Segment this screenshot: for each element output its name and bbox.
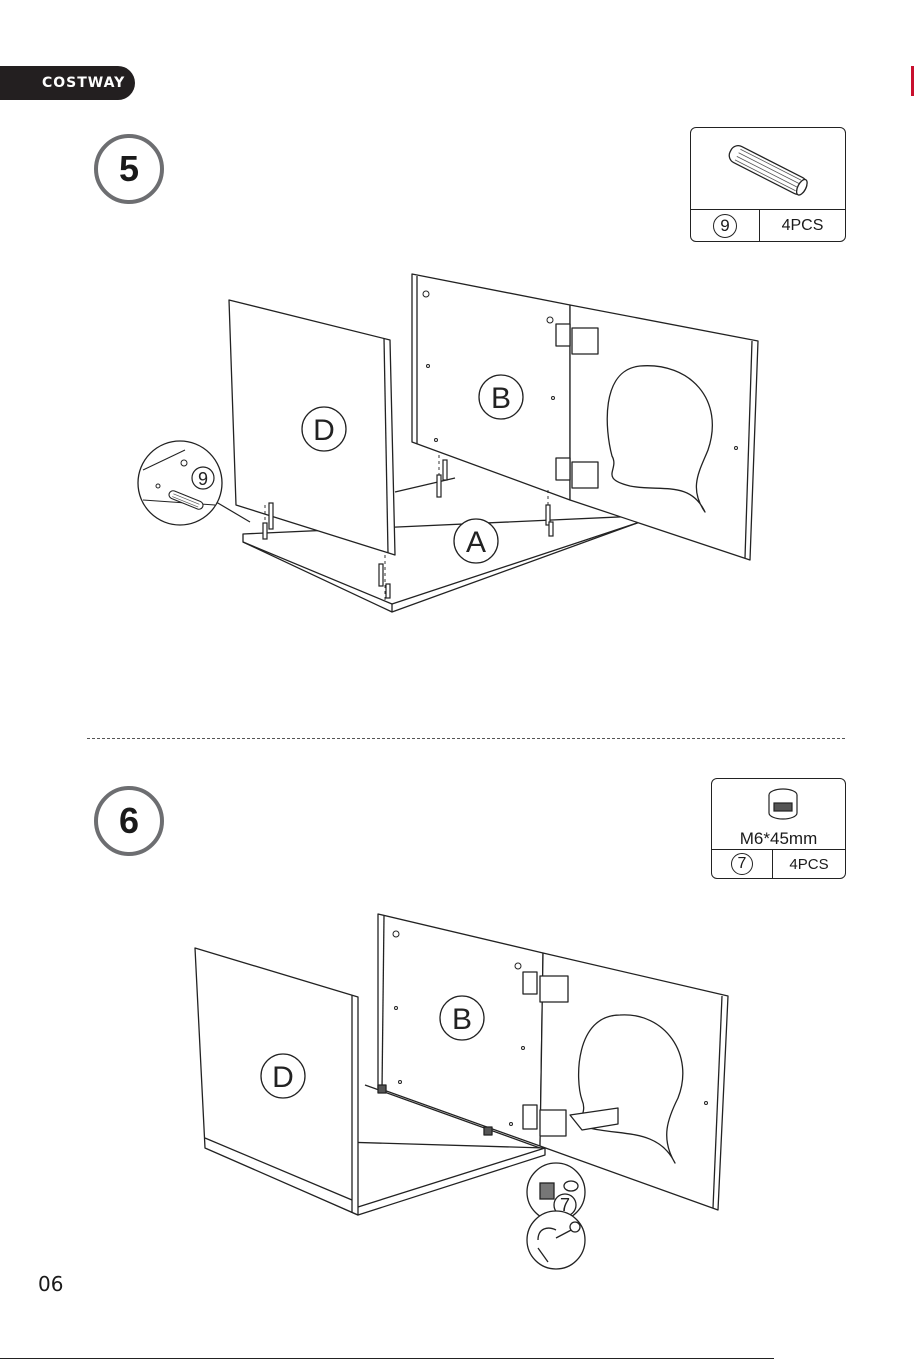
- dowel-detail-callout: 9: [138, 441, 250, 525]
- step-5-assembly-diagram: 9 D B A: [0, 265, 914, 625]
- callout-part-number: 9: [198, 469, 208, 489]
- part-spec: M6*45mm: [712, 829, 845, 849]
- step-5-number: 5: [94, 134, 164, 204]
- cam-lock-icon: [712, 779, 845, 829]
- step-6-number: 6: [94, 786, 164, 856]
- footer-rule: [0, 1358, 774, 1359]
- wooden-dowel-icon: [691, 128, 845, 208]
- part-number-cell: 9: [691, 210, 760, 241]
- part-number: 7: [731, 853, 753, 875]
- label-panel-b: B: [491, 382, 511, 415]
- label-panel-d: D: [313, 414, 335, 447]
- bottom-panel-a: [243, 516, 640, 612]
- part-quantity-cell: 4PCS: [773, 850, 845, 878]
- callout-part-number: 7: [560, 1195, 570, 1215]
- step-6-assembly-diagram: 7 D B: [0, 905, 914, 1270]
- step-divider: [87, 738, 845, 739]
- part-quantity: 4PCS: [782, 217, 824, 235]
- part-number: 9: [713, 214, 737, 238]
- step-6-parts-box: M6*45mm 7 4PCS: [711, 778, 846, 879]
- label-panel-b: B: [452, 1003, 472, 1036]
- page-number: 06: [38, 1272, 63, 1296]
- brand-logo: COSTWAY: [0, 66, 135, 100]
- part-number-cell: 7: [712, 850, 773, 878]
- step-5-parts-box: 9 4PCS: [690, 127, 846, 242]
- label-panel-a: A: [466, 526, 486, 559]
- cam-lock-detail-callout: [527, 1163, 585, 1269]
- part-quantity: 4PCS: [789, 856, 828, 873]
- label-panel-d: D: [272, 1061, 294, 1094]
- part-quantity-cell: 4PCS: [760, 210, 845, 241]
